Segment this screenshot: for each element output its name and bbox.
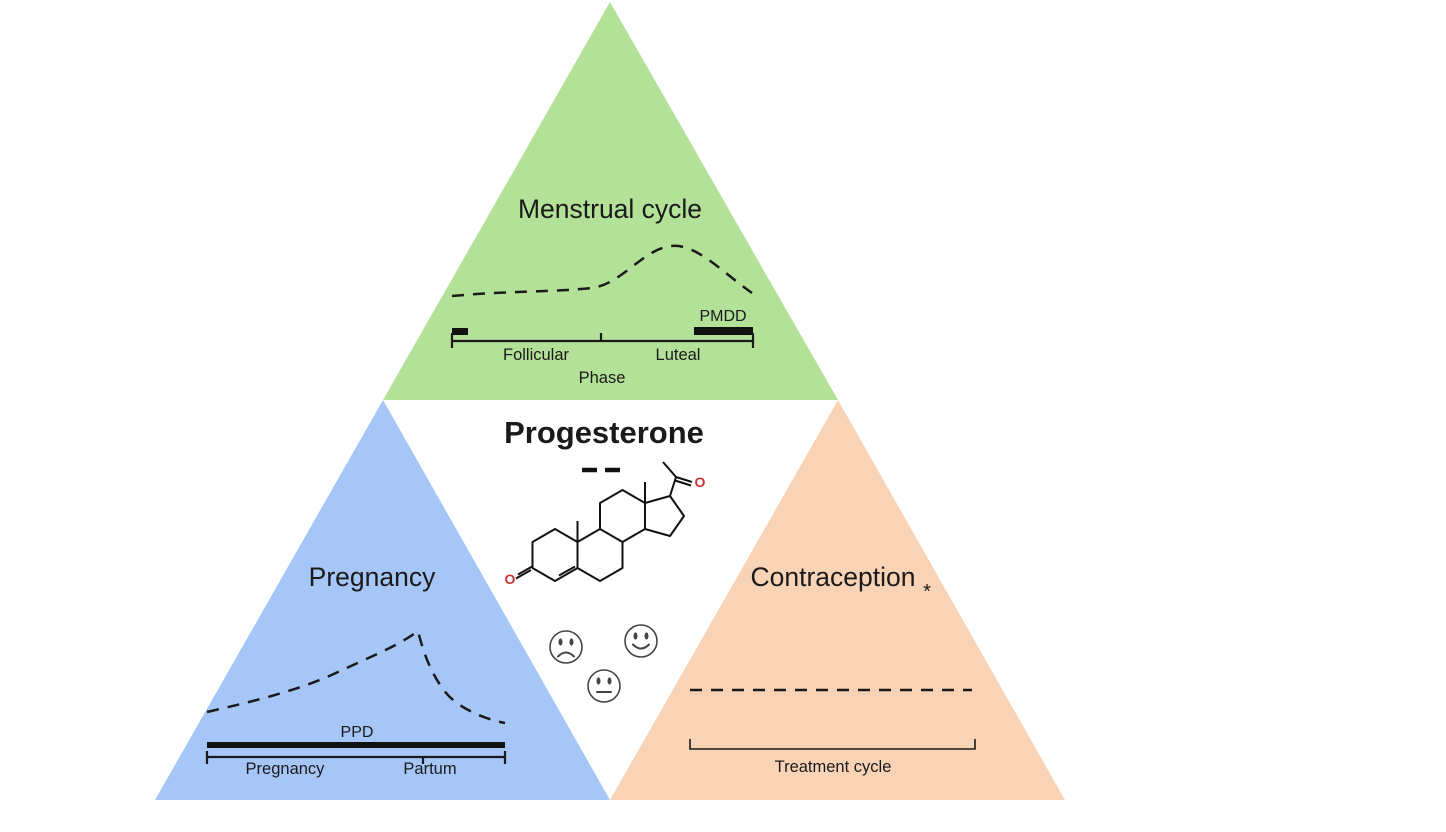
menstruation-bar	[452, 328, 468, 335]
sad-face-eye	[558, 638, 563, 646]
progesterone-molecule-skeleton	[531, 461, 685, 582]
partum-label: Partum	[403, 760, 456, 778]
happy-face-eye	[644, 632, 649, 640]
pregnancy-time-axis	[205, 751, 507, 764]
pregnancy-progesterone-curve	[206, 628, 506, 725]
happy-face-mouth	[632, 643, 650, 650]
progesterone-molecule-double-bonds	[515, 476, 693, 580]
pregnancy-axis-label: Pregnancy	[246, 760, 326, 778]
pmdd-label: PMDD	[699, 308, 746, 325]
pregnancy-triangle-background	[155, 400, 610, 800]
sad-face-mouth	[557, 651, 575, 658]
happy-face-outline	[624, 624, 658, 658]
neutral-face-icon	[587, 669, 621, 703]
happy-face-eye	[633, 632, 638, 640]
contraception-triangle-background	[610, 400, 1065, 800]
ppd-bar	[207, 742, 505, 748]
contraception-asterisk: *	[923, 581, 931, 603]
pmdd-bar	[694, 327, 753, 335]
oxygen-atom-c3: O	[505, 571, 516, 587]
neutral-face-outline	[587, 669, 621, 703]
luteal-label: Luteal	[656, 346, 701, 364]
phase-label: Phase	[579, 369, 626, 387]
oxygen-atom-c20: O	[695, 474, 706, 490]
treatment-cycle-label: Treatment cycle	[775, 758, 892, 776]
menstrual-phase-axis	[450, 333, 755, 348]
treatment-cycle-bracket	[689, 739, 976, 750]
ppd-label: PPD	[341, 724, 374, 741]
happy-face-icon	[624, 624, 658, 658]
sad-face-outline	[549, 630, 583, 664]
neutral-face-eye	[607, 677, 612, 685]
menstrual-triangle-background	[383, 2, 838, 400]
contraception-title: Contraception	[751, 562, 916, 592]
pregnancy-title: Pregnancy	[309, 562, 436, 592]
menstrual-progesterone-curve	[451, 244, 753, 298]
sad-face-eye	[569, 638, 574, 646]
sad-face-icon	[549, 630, 583, 664]
neutral-face-eye	[596, 677, 601, 685]
progesterone-title: Progesterone	[504, 415, 704, 450]
follicular-label: Follicular	[503, 346, 570, 364]
menstrual-title: Menstrual cycle	[518, 194, 702, 224]
